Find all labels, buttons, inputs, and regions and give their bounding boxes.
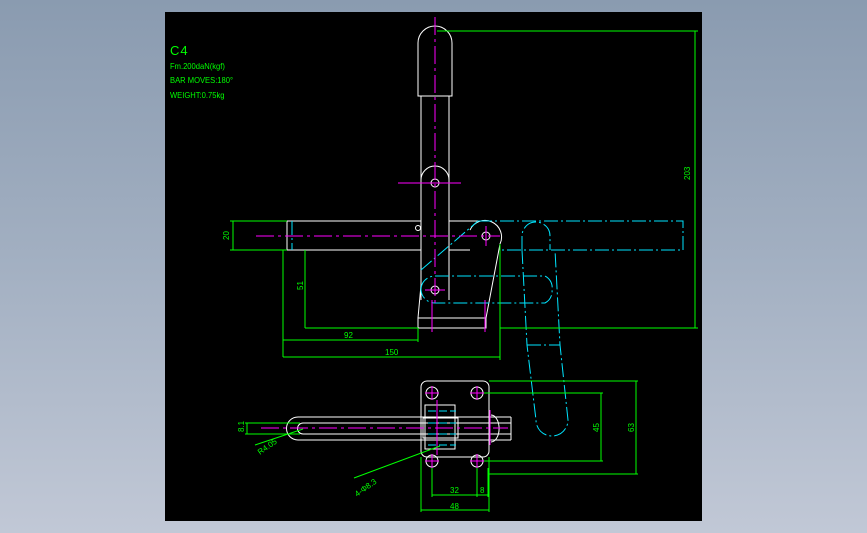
- base-plate: [417, 317, 487, 329]
- dim-150-lines: [283, 244, 501, 360]
- dim-20-label: 20: [222, 231, 231, 240]
- dim-32-8-lines: [431, 468, 489, 497]
- dimensions-top: [245, 380, 638, 512]
- spec-force: Fm.200daN(kgf): [170, 62, 225, 71]
- centerlines: [256, 17, 500, 332]
- dim-150-label: 150: [385, 348, 399, 357]
- dim-51-label: 51: [296, 281, 305, 290]
- hub-top: [424, 404, 456, 450]
- dim-48-lines: [420, 457, 490, 512]
- small-marker: [415, 225, 421, 231]
- dim-51-lines: [304, 250, 418, 329]
- top-view-phantom: [428, 410, 456, 446]
- dim-holes-leader: [353, 445, 441, 479]
- dim-20-lines: [230, 220, 287, 251]
- phantom-position: [291, 220, 684, 437]
- dim-203-label: 203: [683, 166, 692, 180]
- dim-63-lines: [489, 380, 638, 475]
- handle-link-top: [420, 165, 450, 300]
- dim-48-label: 48: [450, 502, 459, 511]
- dim-8-1-lines: [245, 422, 300, 435]
- dim-92-lines: [282, 250, 419, 357]
- dimensions-side: [230, 30, 698, 360]
- dim-32-label: 32: [450, 486, 459, 495]
- cad-drawing-canvas: C4 Fm.200daN(kgf) BAR MOVES:180° WEIGHT:…: [165, 12, 702, 521]
- dim-45-label: 45: [592, 423, 601, 432]
- dim-r4-05-label: R4.05: [256, 437, 279, 457]
- dim-8-1-label: 8.1: [237, 420, 246, 432]
- dim-r4-05-leader: [254, 428, 304, 446]
- spec-bar-moves: BAR MOVES:180°: [170, 76, 234, 85]
- bar-top: [298, 416, 512, 441]
- top-view-centerlines: [261, 386, 508, 468]
- dim-45-lines: [484, 392, 603, 462]
- clamp-drawing-svg: 203 20 51 92 150: [222, 17, 698, 512]
- dim-92-label: 92: [344, 331, 353, 340]
- spec-weight: WEIGHT:0.75kg: [170, 91, 225, 100]
- dim-63-label: 63: [627, 423, 636, 432]
- dim-8-label: 8: [480, 486, 485, 495]
- bar-end-round: [286, 416, 299, 441]
- model-code-label: C4: [170, 43, 189, 58]
- side-view: [286, 25, 503, 329]
- dim-holes-label: 4-Φ8.3: [353, 477, 379, 499]
- clamp-bar-right: [449, 220, 478, 251]
- base-plate-top: [420, 380, 490, 458]
- slot-lines: [303, 422, 511, 435]
- handle-grip: [417, 25, 453, 97]
- dim-203-lines: [437, 30, 698, 329]
- dimension-labels-side: 203 20 51 92 150: [222, 166, 692, 357]
